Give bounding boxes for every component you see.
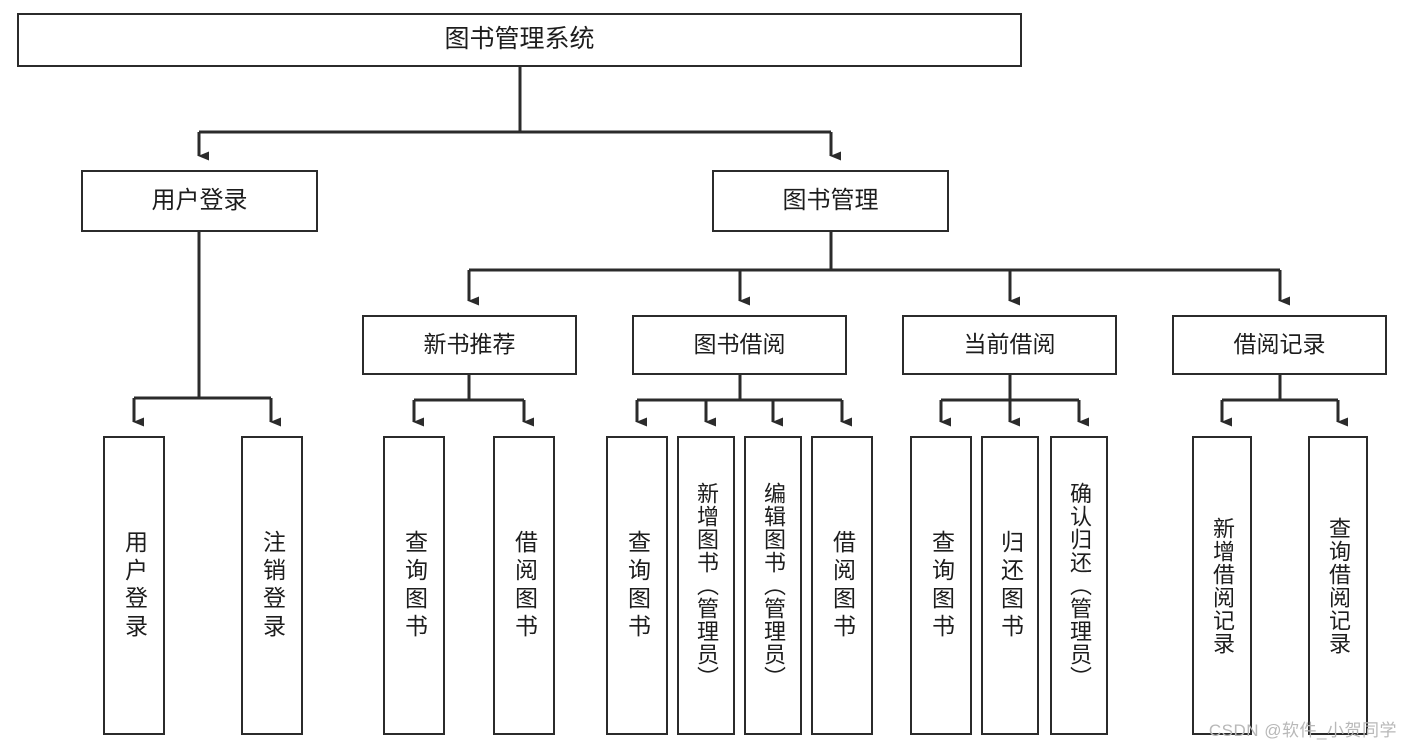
leaf-book-borrow-edit-label: 编辑图书（管理员） xyxy=(761,482,786,689)
node-root-label: 图书管理系统 xyxy=(444,25,595,54)
leaf-book-borrow-add-label: 新增图书（管理员） xyxy=(694,482,719,689)
leaf-current-borrow-confirm-label: 确认归还（管理员） xyxy=(1067,482,1092,689)
leaf-new-book-query-label: 查询图书 xyxy=(401,529,428,642)
leaf-borrow-record-add-label: 新增借阅记录 xyxy=(1210,516,1235,655)
node-borrow-record-label: 借阅记录 xyxy=(1233,331,1326,358)
leaf-new-book-borrow-label: 借阅图书 xyxy=(511,529,538,642)
node-new-book-recommend[interactable]: 新书推荐 xyxy=(362,315,577,375)
node-book-borrow-label: 图书借阅 xyxy=(693,331,786,358)
node-root[interactable]: 图书管理系统 xyxy=(17,13,1022,67)
leaf-book-borrow-edit[interactable]: 编辑图书（管理员） xyxy=(744,436,802,735)
leaf-borrow-record-query-label: 查询借阅记录 xyxy=(1326,516,1351,655)
node-user-login[interactable]: 用户登录 xyxy=(81,170,318,232)
leaf-book-borrow-query-label: 查询图书 xyxy=(624,529,651,642)
leaf-current-borrow-return[interactable]: 归还图书 xyxy=(981,436,1039,735)
node-book-management[interactable]: 图书管理 xyxy=(712,170,949,232)
leaf-book-borrow-query[interactable]: 查询图书 xyxy=(606,436,668,735)
leaf-book-borrow-borrow-label: 借阅图书 xyxy=(829,529,856,642)
node-current-borrow-label: 当前借阅 xyxy=(963,331,1056,358)
node-user-login-label: 用户登录 xyxy=(151,186,248,214)
leaf-borrow-record-query[interactable]: 查询借阅记录 xyxy=(1308,436,1368,735)
leaf-book-borrow-borrow[interactable]: 借阅图书 xyxy=(811,436,873,735)
leaf-current-borrow-return-label: 归还图书 xyxy=(997,529,1024,642)
leaf-user-login-login-label: 用户登录 xyxy=(121,529,148,642)
leaf-book-borrow-add[interactable]: 新增图书（管理员） xyxy=(677,436,735,735)
leaf-borrow-record-add[interactable]: 新增借阅记录 xyxy=(1192,436,1252,735)
leaf-current-borrow-query[interactable]: 查询图书 xyxy=(910,436,972,735)
node-current-borrow[interactable]: 当前借阅 xyxy=(902,315,1117,375)
leaf-user-login-logout[interactable]: 注销登录 xyxy=(241,436,303,735)
leaf-current-borrow-confirm[interactable]: 确认归还（管理员） xyxy=(1050,436,1108,735)
node-book-borrow[interactable]: 图书借阅 xyxy=(632,315,847,375)
leaf-new-book-query[interactable]: 查询图书 xyxy=(383,436,445,735)
leaf-user-login-logout-label: 注销登录 xyxy=(259,529,286,642)
leaf-user-login-login[interactable]: 用户登录 xyxy=(103,436,165,735)
node-new-book-recommend-label: 新书推荐 xyxy=(423,331,516,358)
node-book-management-label: 图书管理 xyxy=(782,186,879,214)
node-borrow-record[interactable]: 借阅记录 xyxy=(1172,315,1387,375)
leaf-current-borrow-query-label: 查询图书 xyxy=(928,529,955,642)
leaf-new-book-borrow[interactable]: 借阅图书 xyxy=(493,436,555,735)
